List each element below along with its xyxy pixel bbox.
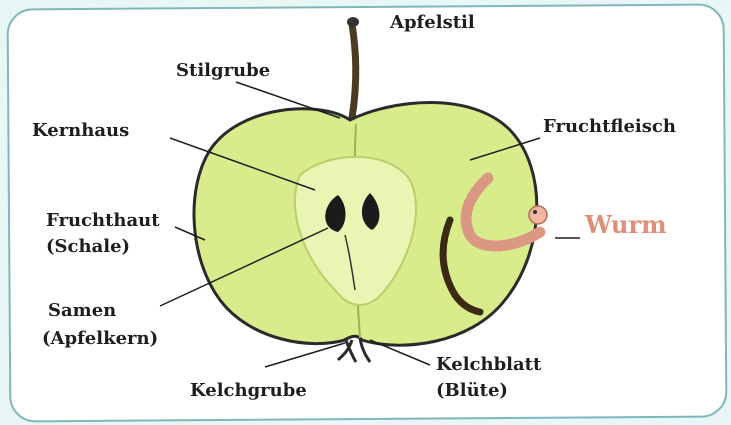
label-samen-sub: (Apfelkern) xyxy=(42,328,158,350)
label-kelchblatt: Kelchblatt xyxy=(436,354,541,376)
label-kelchgrube: Kelchgrube xyxy=(190,380,307,402)
label-fruchthaut-sub: (Schale) xyxy=(46,236,130,258)
label-samen: Samen xyxy=(48,300,116,322)
label-apfelstil: Apfelstil xyxy=(390,12,475,34)
leader-kelchgrube xyxy=(265,343,345,367)
label-kernhaus: Kernhaus xyxy=(32,120,129,142)
worm-head xyxy=(529,206,547,224)
label-kelchblatt-sub: (Blüte) xyxy=(436,380,508,402)
label-fruchthaut: Fruchthaut xyxy=(46,210,160,232)
apple-stem xyxy=(352,24,356,118)
label-wurm: Wurm xyxy=(585,214,666,236)
stem-tip xyxy=(347,17,359,27)
label-fruchtfleisch: Fruchtfleisch xyxy=(543,116,676,138)
label-stilgrube: Stilgrube xyxy=(176,60,270,82)
